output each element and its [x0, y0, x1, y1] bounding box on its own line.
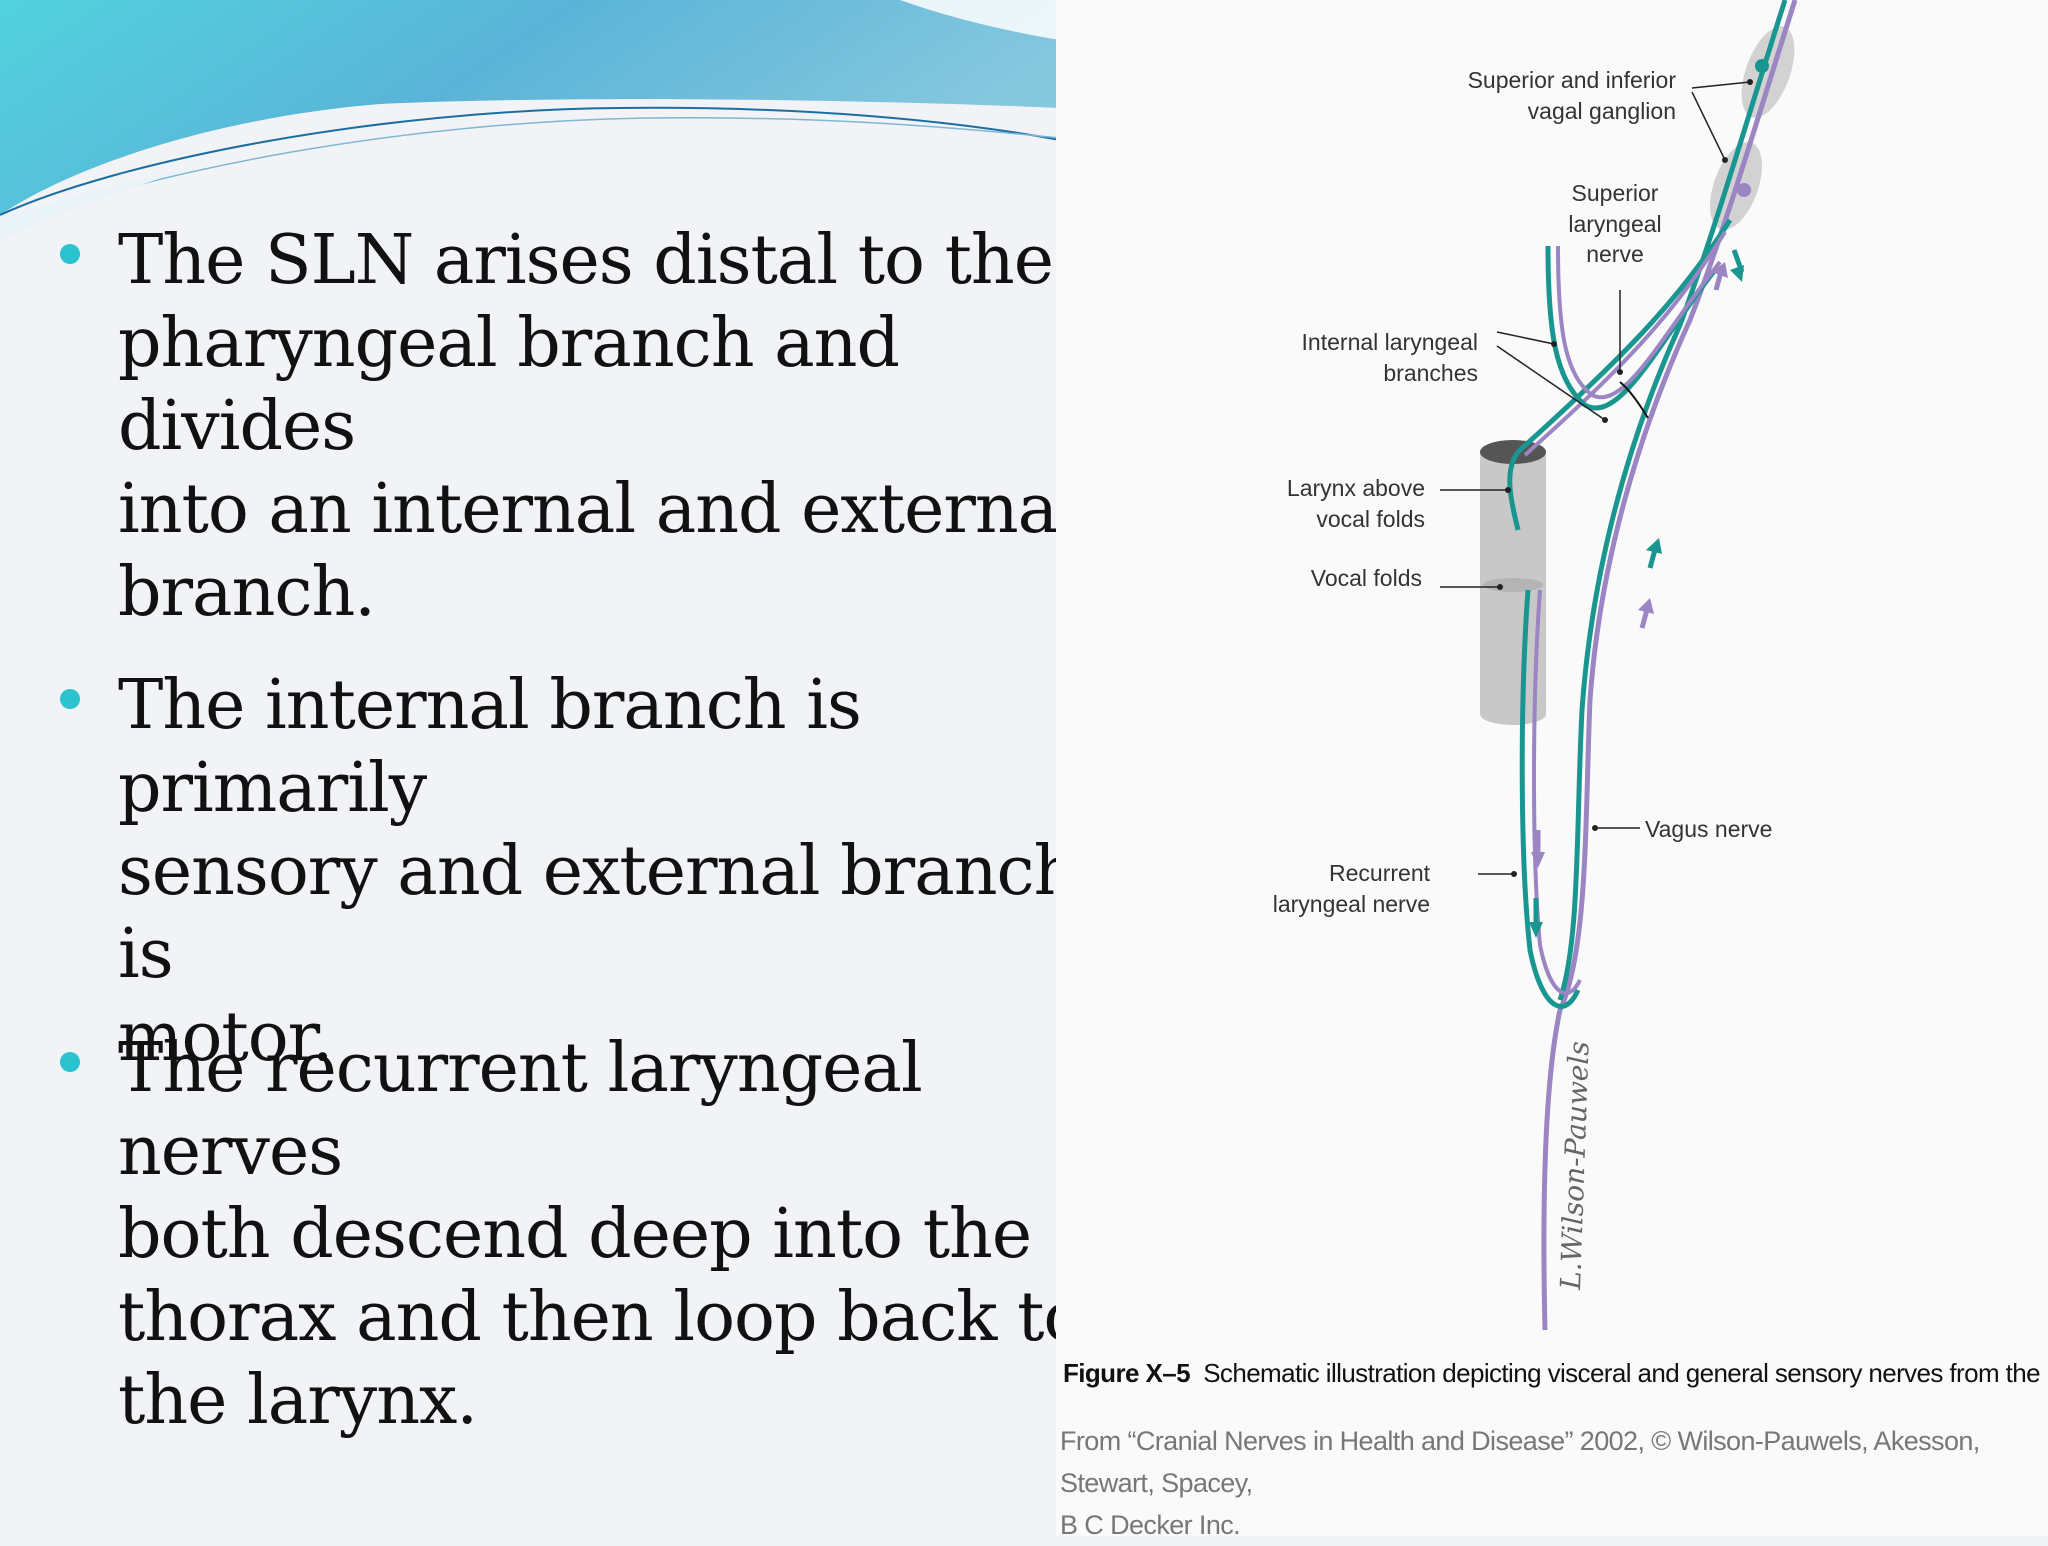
- recurrent-laryngeal-nerve: [1519, 589, 1581, 1009]
- label-sln: laryngeal: [1568, 211, 1661, 237]
- bullet-list: The SLN arises distal to the pharyngeal …: [60, 221, 1084, 1440]
- bullet-text: The recurrent laryngeal nerves both desc…: [118, 1029, 1084, 1440]
- credit-line: B C Decker Inc.: [1060, 1510, 1241, 1540]
- caption-label: Figure X–5: [1063, 1358, 1191, 1388]
- bullet-dot: [60, 244, 80, 264]
- vagus-general-fiber: [1541, 0, 1798, 1331]
- label-larynx: vocal folds: [1316, 506, 1425, 532]
- label-internal-branches: branches: [1383, 360, 1478, 386]
- label-vocal-folds: Vocal folds: [1311, 565, 1422, 591]
- bullet-dot: [60, 689, 80, 709]
- internal-branch-lower: [1507, 218, 1733, 531]
- leader-lines: [1440, 81, 1751, 875]
- bullet-text: The internal branch is primarily sensory…: [118, 666, 1077, 1077]
- internal-branch-upper: [1545, 245, 1717, 411]
- bullet-dot: [60, 1052, 80, 1072]
- superior-ganglion: [1741, 26, 1795, 118]
- label-ganglion: vagal ganglion: [1528, 98, 1676, 124]
- fiber-direction-arrows: [1529, 249, 1745, 938]
- label-vagus: Vagus nerve: [1645, 816, 1772, 842]
- bullet-text: The SLN arises distal to the pharyngeal …: [118, 221, 1079, 632]
- nerve-diagram: Superior and inferior vagal ganglion Sup…: [1273, 0, 1798, 1331]
- label-recurrent: Recurrent: [1329, 860, 1431, 886]
- header-wave-decoration: [0, 0, 1060, 240]
- label-sln: Superior: [1572, 180, 1659, 206]
- caption-text: Schematic illustration depicting viscera…: [1203, 1358, 2048, 1388]
- label-sln: nerve: [1586, 241, 1644, 267]
- vagus-visceral-fiber: [1557, 0, 1788, 1001]
- nerve-figure: Superior and inferior vagal ganglion Sup…: [1056, 0, 2048, 1536]
- label-recurrent: laryngeal nerve: [1273, 891, 1430, 917]
- label-larynx: Larynx above: [1287, 475, 1425, 501]
- artist-signature: L.Wilson-Pauwels: [1554, 1041, 1596, 1292]
- credit-line: From “Cranial Nerves in Health and Disea…: [1060, 1426, 1980, 1498]
- figure-caption: Figure X–5 Schematic illustration depict…: [1063, 1358, 2048, 1389]
- label-internal-branches: Internal laryngeal: [1302, 329, 1478, 355]
- label-ganglion: Superior and inferior: [1468, 67, 1677, 93]
- figure-credit: From “Cranial Nerves in Health and Disea…: [1060, 1420, 2048, 1546]
